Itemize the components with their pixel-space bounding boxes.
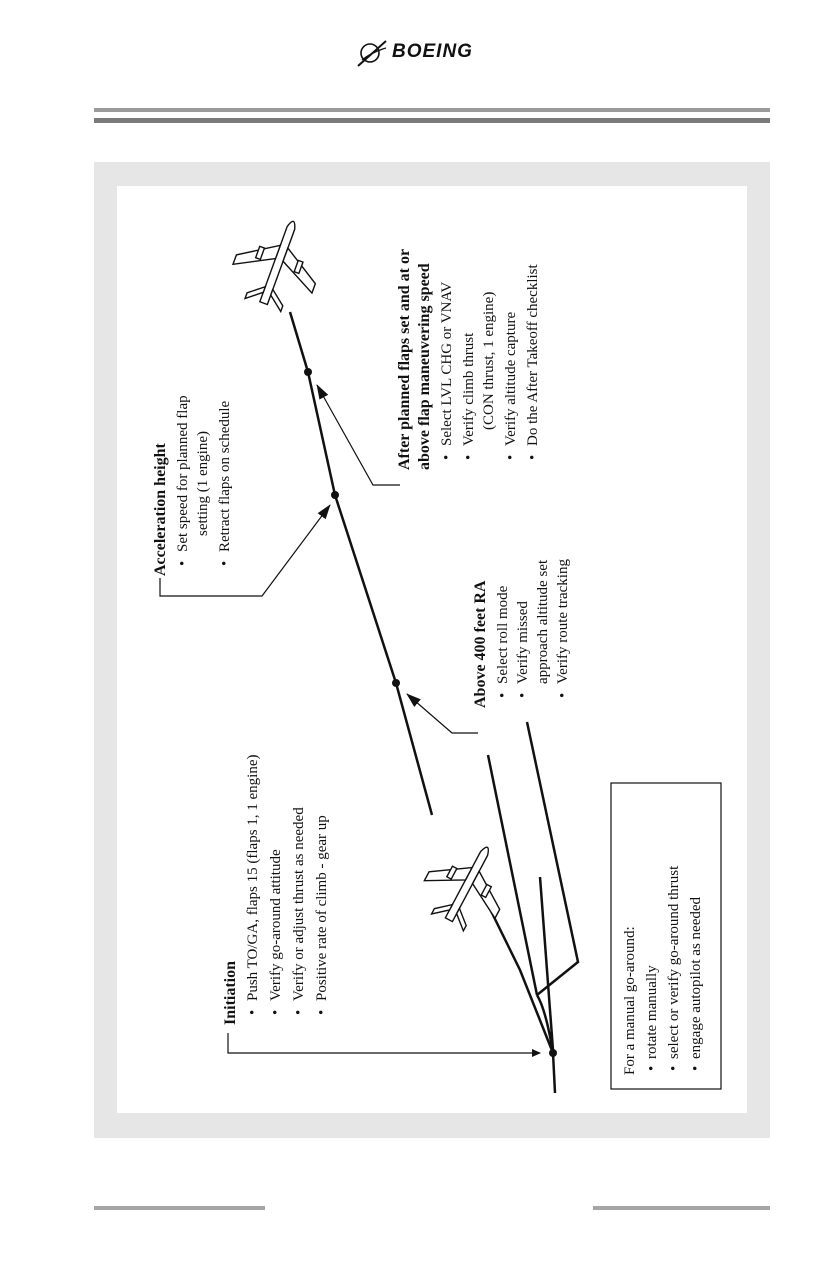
acceleration-item-1b: setting (1 engine) <box>195 431 211 536</box>
manual-goaround-text: For a manual go-around: • rotate manuall… <box>622 865 704 1075</box>
manual-title: For a manual go-around: <box>622 926 638 1075</box>
manual-item-3: engage autopilot as needed <box>688 896 704 1059</box>
svg-text:•: • <box>175 561 191 566</box>
svg-text:•: • <box>314 1010 330 1015</box>
after-flaps-item-2: Verify climb thrust <box>461 332 477 446</box>
above-400ft-title: Above 400 feet RA <box>472 580 489 708</box>
svg-text:•: • <box>217 561 233 566</box>
svg-text:•: • <box>291 1010 307 1015</box>
svg-text:•: • <box>644 1066 660 1071</box>
svg-text:•: • <box>688 1066 704 1071</box>
svg-text:•: • <box>461 455 477 460</box>
after-flaps-item-2b: (CON thrust, 1 engine) <box>481 292 497 430</box>
initiation-item-4: Positive rate of climb - gear up <box>314 815 330 1001</box>
boeing-logo: BOEING <box>356 38 506 68</box>
airplane-high-icon <box>231 220 317 314</box>
after-flaps-item-3: Verify altitude capture <box>503 312 519 446</box>
above-400ft-item-2: Verify missed <box>515 601 531 684</box>
above-400ft-callout: Above 400 feet RA • Select roll mode • V… <box>472 559 571 708</box>
svg-text:•: • <box>666 1066 682 1071</box>
acceleration-item-2: Retract flaps on schedule <box>217 400 233 552</box>
initiation-callout: Initiation • Push TO/GA, flaps 15 (flaps… <box>222 754 330 1025</box>
svg-text:•: • <box>555 693 571 698</box>
svg-text:•: • <box>515 693 531 698</box>
svg-text:•: • <box>495 693 511 698</box>
manual-item-2: select or verify go-around thrust <box>666 865 682 1059</box>
footer-rule-right <box>593 1206 770 1210</box>
after-flaps-item-1: Select LVL CHG or VNAV <box>439 282 455 446</box>
after-flaps-item-4: Do the After Takeoff checklist <box>525 263 541 446</box>
waypoint-400ft <box>392 679 400 687</box>
leader-400ft <box>406 693 478 734</box>
leader-after-flaps <box>316 384 400 486</box>
airplane-low-icon <box>423 846 501 933</box>
initiation-title: Initiation <box>222 961 239 1025</box>
footer-rule-left <box>94 1206 265 1210</box>
waypoints <box>304 368 557 1057</box>
above-400ft-item-1: Select roll mode <box>495 585 511 684</box>
after-flaps-callout: After planned flaps set and at or above … <box>396 249 541 470</box>
above-400ft-item-3: Verify route tracking <box>555 559 571 684</box>
manual-goaround-box <box>610 782 722 1090</box>
acceleration-title: Acceleration height <box>152 442 169 576</box>
svg-text:•: • <box>525 455 541 460</box>
header-rule-dark <box>94 118 770 123</box>
acceleration-item-1: Set speed for planned flap <box>175 395 191 552</box>
waypoint-initiation <box>549 1049 557 1057</box>
svg-text:•: • <box>503 455 519 460</box>
after-flaps-title-2: above flap maneuvering speed <box>416 263 433 470</box>
manual-item-1: rotate manually <box>644 965 660 1059</box>
waypoint-acceleration <box>331 491 339 499</box>
svg-text:•: • <box>245 1010 261 1015</box>
svg-text:•: • <box>268 1010 284 1015</box>
after-flaps-title-1: After planned flaps set and at or <box>396 249 413 470</box>
initiation-item-3: Verify or adjust thrust as needed <box>291 807 307 1001</box>
runway-lines <box>486 721 580 1094</box>
svg-text:•: • <box>439 455 455 460</box>
leader-acceleration <box>159 504 331 597</box>
initiation-item-2: Verify go-around attitude <box>268 849 284 1001</box>
initiation-item-1: Push TO/GA, flaps 15 (flaps 1, 1 engine) <box>245 754 261 1001</box>
above-400ft-item-2b: approach altitude set <box>535 559 551 684</box>
boeing-wordmark: BOEING <box>392 41 473 62</box>
boeing-symbol-icon <box>357 40 387 67</box>
leader-initiation <box>227 1033 541 1057</box>
acceleration-callout: Acceleration height • Set speed for plan… <box>152 395 233 576</box>
header-rule-light <box>94 108 770 112</box>
waypoint-after-flaps <box>304 368 312 376</box>
